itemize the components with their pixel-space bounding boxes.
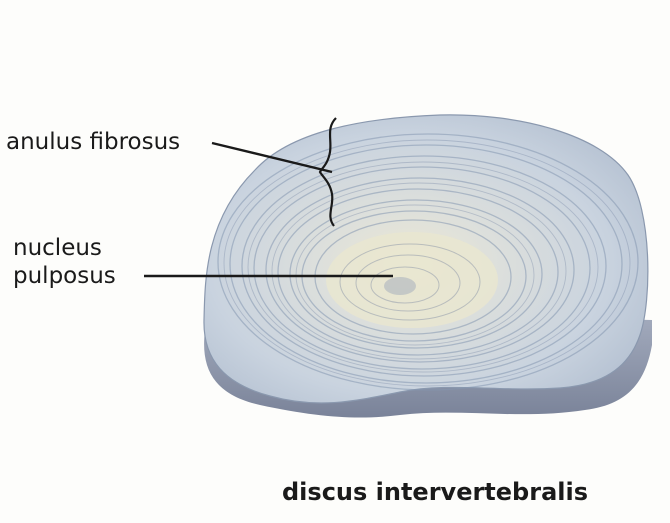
nucleus-pulposus	[326, 232, 498, 328]
figure-caption: discus intervertebralis	[282, 478, 588, 506]
nucleus-pulposus-label-line1: nucleus	[13, 234, 102, 262]
nucleus-pulposus-label-line2: pulposus	[13, 262, 116, 290]
anulus-fibrosus-label: anulus fibrosus	[6, 128, 180, 156]
